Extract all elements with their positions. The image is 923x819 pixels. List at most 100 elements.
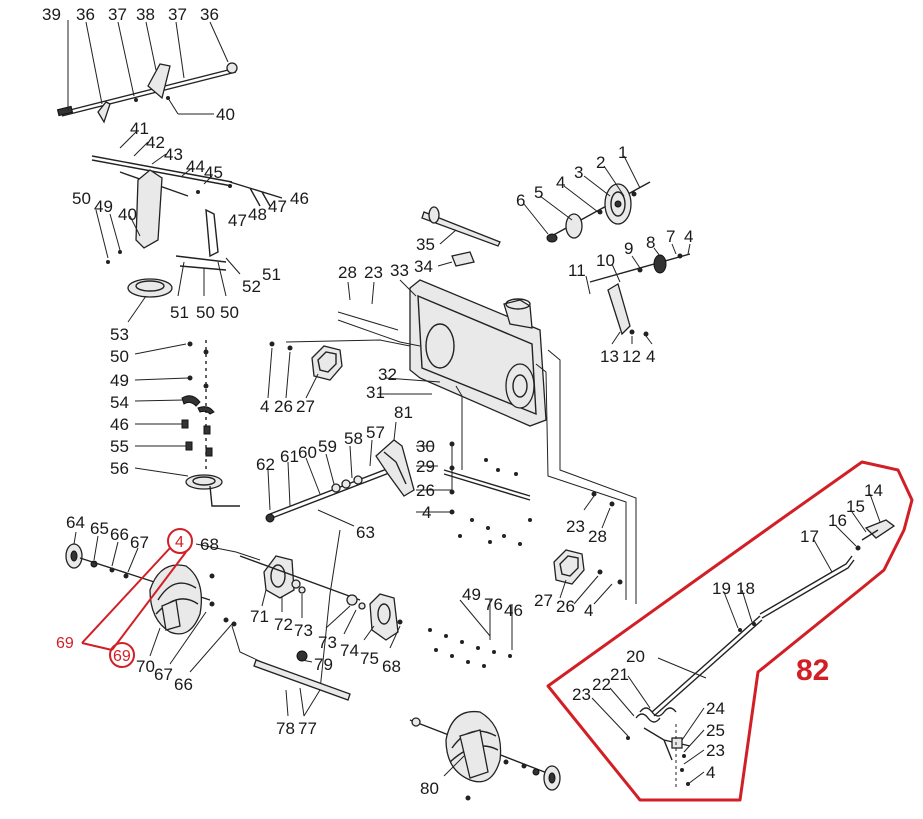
label-77: 77 xyxy=(298,719,317,738)
label-22: 22 xyxy=(592,675,611,694)
label-50d: 50 xyxy=(110,347,129,366)
label-23b: 23 xyxy=(566,517,585,536)
label-65: 65 xyxy=(90,519,109,538)
label-75: 75 xyxy=(360,649,379,668)
label-79: 79 xyxy=(314,655,333,674)
label-49b: 49 xyxy=(110,371,129,390)
chute-control-assembly xyxy=(56,20,283,323)
label-42: 42 xyxy=(146,133,165,152)
label-41: 41 xyxy=(130,119,149,138)
label-27b: 27 xyxy=(534,591,553,610)
label-40b: 40 xyxy=(118,205,137,224)
label-6: 6 xyxy=(516,191,525,210)
side-plate-27-lower xyxy=(553,549,623,605)
callout-82-label: 82 xyxy=(796,654,829,687)
label-23: 23 xyxy=(364,263,383,282)
label-46c: 46 xyxy=(504,601,523,620)
label-23d: 23 xyxy=(706,741,725,760)
label-58: 58 xyxy=(344,429,363,448)
label-19: 19 xyxy=(712,579,731,598)
label-26: 26 xyxy=(274,397,293,416)
label-32: 32 xyxy=(378,365,397,384)
label-53: 53 xyxy=(110,325,129,344)
label-70: 70 xyxy=(136,657,155,676)
label-71: 71 xyxy=(250,607,269,626)
label-2: 2 xyxy=(596,153,605,172)
label-67b: 67 xyxy=(154,665,173,684)
label-29: 29 xyxy=(416,457,435,476)
label-67: 67 xyxy=(130,533,149,552)
label-64: 64 xyxy=(66,513,85,532)
label-12: 12 xyxy=(622,347,641,366)
callout-69-label: 69 xyxy=(56,635,74,652)
label-50b: 50 xyxy=(196,303,215,322)
label-4e: 4 xyxy=(422,503,431,522)
label-52: 52 xyxy=(242,277,261,296)
label-62: 62 xyxy=(256,455,275,474)
right-auger-assembly xyxy=(253,659,561,801)
label-14: 14 xyxy=(864,481,883,500)
label-50c: 50 xyxy=(220,303,239,322)
label-21: 21 xyxy=(610,665,629,684)
label-23c: 23 xyxy=(572,685,591,704)
label-37: 37 xyxy=(108,5,127,24)
label-34: 34 xyxy=(414,257,433,276)
label-59: 59 xyxy=(318,437,337,456)
side-plate-27-upper xyxy=(267,341,343,399)
label-25: 25 xyxy=(706,721,725,740)
label-56: 56 xyxy=(110,459,129,478)
label-57: 57 xyxy=(366,423,385,442)
label-68: 68 xyxy=(200,535,219,554)
label-49: 49 xyxy=(94,197,113,216)
label-47b: 47 xyxy=(268,197,287,216)
label-8: 8 xyxy=(646,233,655,252)
label-1: 1 xyxy=(618,143,627,162)
label-4g: 4 xyxy=(584,601,593,620)
label-20: 20 xyxy=(626,647,645,666)
label-51b: 51 xyxy=(170,303,189,322)
auger-housing xyxy=(285,279,637,604)
label-9: 9 xyxy=(624,239,633,258)
label-61: 61 xyxy=(280,447,299,466)
label-68b: 68 xyxy=(382,657,401,676)
highlight-outline-82 xyxy=(546,460,914,802)
label-4b: 4 xyxy=(684,227,693,246)
label-54: 54 xyxy=(110,393,129,412)
label-47: 47 xyxy=(228,211,247,230)
assembly-82-shift-rod xyxy=(591,493,896,790)
label-80: 80 xyxy=(420,779,439,798)
label-3: 3 xyxy=(574,163,583,182)
callout-69-annotations xyxy=(81,528,193,668)
label-48: 48 xyxy=(248,205,267,224)
label-24: 24 xyxy=(706,699,725,718)
gearbox-parts xyxy=(239,555,403,663)
part-number-labels: 39 36 37 38 37 36 40 41 42 43 44 45 46 4… xyxy=(42,5,883,798)
label-33: 33 xyxy=(390,261,409,280)
label-11: 11 xyxy=(568,261,586,280)
label-37b: 37 xyxy=(168,5,187,24)
label-26b: 26 xyxy=(416,481,435,500)
label-66: 66 xyxy=(110,525,129,544)
label-16: 16 xyxy=(828,511,847,530)
label-55: 55 xyxy=(110,437,129,456)
label-81: 81 xyxy=(394,403,413,422)
label-72: 72 xyxy=(274,615,293,634)
label-40: 40 xyxy=(216,105,235,124)
label-15: 15 xyxy=(846,497,865,516)
label-31: 31 xyxy=(366,383,385,402)
label-4a: 4 xyxy=(556,173,565,192)
label-13: 13 xyxy=(600,347,619,366)
label-78: 78 xyxy=(276,719,295,738)
auger-hardware-dots xyxy=(428,599,513,668)
label-66b: 66 xyxy=(174,675,193,694)
label-26c: 26 xyxy=(556,597,575,616)
label-49c: 49 xyxy=(462,585,481,604)
label-76: 76 xyxy=(484,595,503,614)
callout-69-circled: 69 xyxy=(113,648,131,665)
highlight-callouts: 69 69 4 82 xyxy=(56,534,829,687)
label-28b: 28 xyxy=(588,527,607,546)
label-4c: 4 xyxy=(646,347,655,366)
callout-4-circled: 4 xyxy=(175,534,184,551)
label-4d: 4 xyxy=(260,397,269,416)
